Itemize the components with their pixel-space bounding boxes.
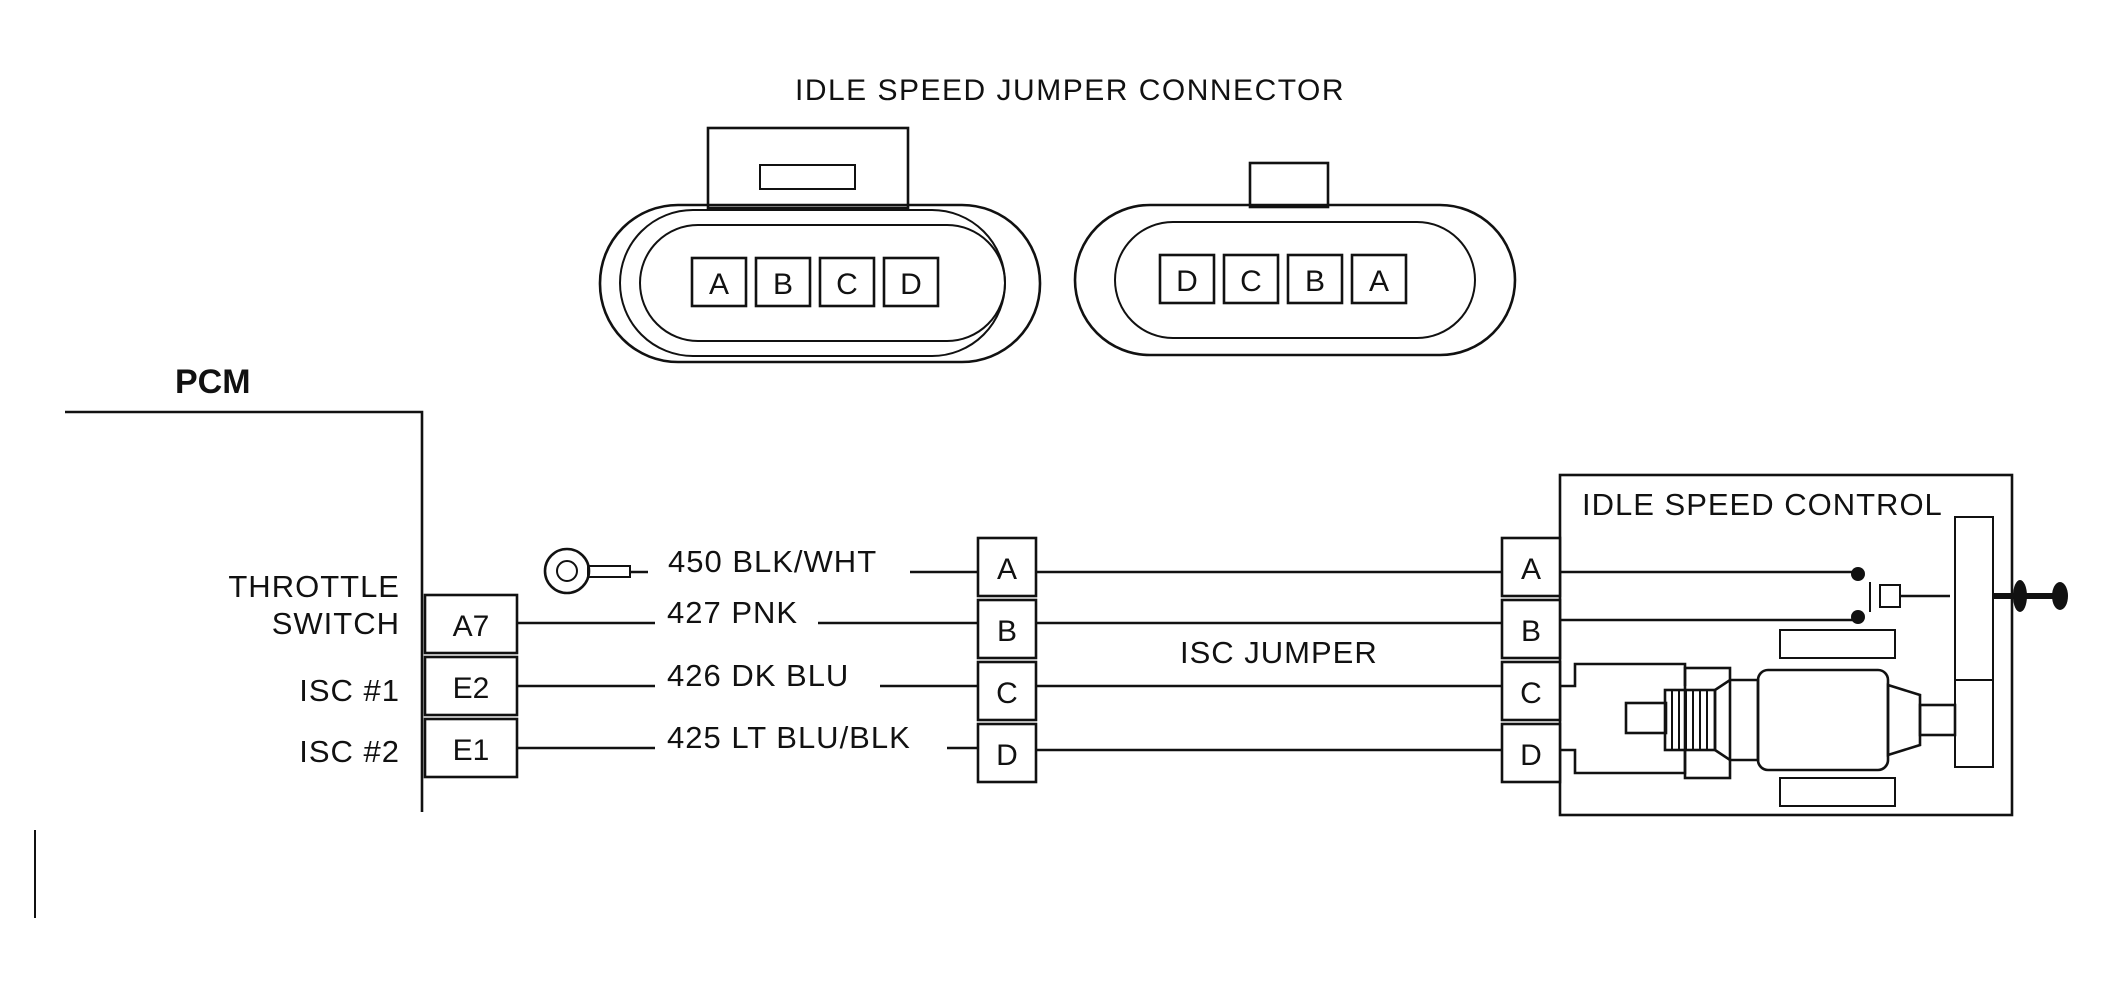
pin-label: D [1176, 265, 1198, 298]
isc-pins: A B C D [1500, 536, 1562, 784]
left-connector-pins: A B C D [690, 256, 940, 308]
pin-label: B [1521, 615, 1541, 648]
pin-label: C [836, 268, 858, 301]
pin-label: C [996, 677, 1018, 710]
right-connector-pins: D C B A [1158, 253, 1408, 305]
pin-label: D [900, 268, 922, 301]
pcm-outline [34, 410, 424, 918]
jumper-connector-left: A B C D [598, 126, 1042, 364]
pin-label: E2 [453, 672, 490, 705]
pin-label: D [1520, 739, 1542, 772]
pin-label: B [997, 615, 1017, 648]
mounting-bracket [1954, 516, 1994, 768]
isc2-label: ISC #2 [299, 734, 400, 769]
pin-label: A [997, 553, 1017, 586]
throttle-switch-label: THROTTLE [228, 569, 400, 604]
jumper-wires [1036, 570, 1502, 752]
pin-label: A [1369, 265, 1389, 298]
wire-label-425: 425 LT BLU/BLK [667, 720, 911, 755]
pin-label: B [773, 268, 793, 301]
wire-label-426: 426 DK BLU [667, 658, 849, 693]
isc-jumper-label: ISC JUMPER [1180, 635, 1378, 670]
pin-label: E1 [453, 734, 490, 767]
plunger-icon [1993, 580, 2068, 612]
pcm-label: PCM [175, 363, 251, 401]
pin-label: B [1305, 265, 1325, 298]
idle-speed-control-box [1558, 473, 2014, 817]
jumper-connector-right: D C B A [1073, 161, 1517, 357]
isc-label: IDLE SPEED CONTROL [1582, 487, 1943, 522]
connector-title: IDLE SPEED JUMPER CONNECTOR [795, 74, 1345, 107]
isc1-label: ISC #1 [299, 673, 400, 708]
throttle-switch-contacts [1560, 567, 1950, 624]
pin-label: A7 [453, 610, 490, 643]
ground-terminal-icon [543, 547, 648, 595]
isc-jumper-pins: A B C D [976, 536, 1038, 784]
pin-label: D [996, 739, 1018, 772]
wire-label-450: 450 BLK/WHT [668, 544, 877, 579]
pin-label: C [1520, 677, 1542, 710]
isc-motor-icon [1560, 629, 1957, 807]
pin-label: C [1240, 265, 1262, 298]
pin-label: A [1521, 553, 1541, 586]
pin-label: A [709, 268, 729, 301]
pcm-pins: A7 E2 E1 [423, 593, 519, 779]
throttle-switch-label: SWITCH [272, 606, 400, 641]
wire-label-427: 427 PNK [667, 595, 798, 630]
